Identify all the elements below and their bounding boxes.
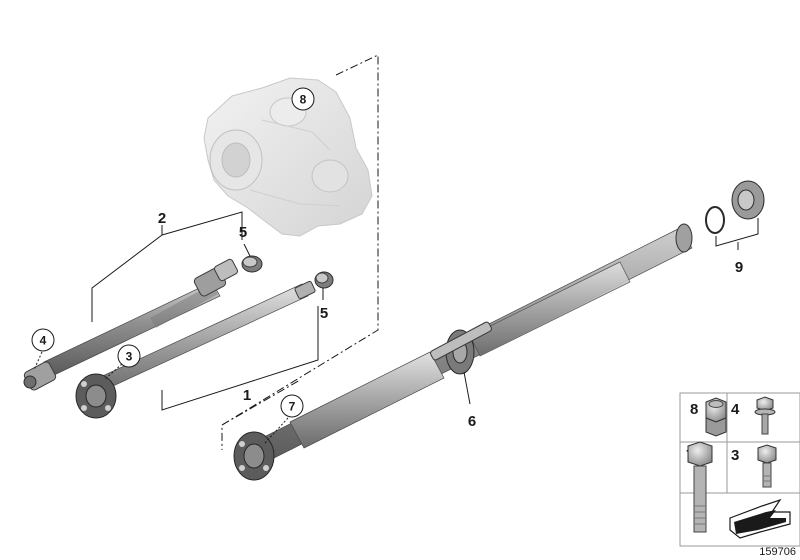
front-drive-shaft-2 [23, 258, 239, 391]
callout-2[interactable]: 2 [158, 210, 166, 227]
leader-lines [33, 211, 759, 445]
assembly-boundary-lines [221, 54, 379, 450]
svg-text:7: 7 [289, 400, 296, 414]
callout-5-upper[interactable]: 5 [239, 224, 247, 241]
flex-disc-icon [75, 373, 117, 419]
callout-7[interactable]: 7 [280, 394, 304, 418]
callout-3[interactable]: 3 [117, 344, 141, 368]
diagram-id: 159706 [759, 546, 796, 558]
shaft-end-yoke-icon [23, 361, 57, 391]
svg-text:4: 4 [731, 401, 740, 418]
hex-bolt-short-icon [757, 444, 777, 488]
rear-flex-disc-icon [233, 431, 275, 481]
svg-text:3: 3 [126, 350, 133, 364]
callout-6[interactable]: 6 [468, 413, 476, 430]
universal-joint-icon [193, 258, 239, 297]
svg-text:3: 3 [731, 447, 739, 464]
svg-text:8: 8 [690, 401, 698, 418]
arrow-indicator-icon [729, 498, 791, 539]
legend-cell-3[interactable]: 3 [731, 444, 777, 488]
transfer-case-illustration [203, 77, 373, 237]
o-ring-icon [705, 206, 725, 234]
hex-bolt-long-icon [687, 441, 713, 533]
hex-nut-icon [705, 397, 727, 437]
seal-ring-5-upper-icon [241, 255, 263, 273]
flange-bolt-icon [754, 396, 776, 435]
parts-legend-table: 8 4 7 [679, 392, 800, 547]
flange-nut-9-icon [731, 180, 765, 220]
svg-text:4: 4 [40, 334, 47, 348]
front-drive-shaft-1 [75, 280, 316, 419]
svg-text:8: 8 [300, 93, 307, 107]
legend-cell-8[interactable]: 8 [690, 397, 727, 437]
callout-9[interactable]: 9 [735, 259, 743, 276]
legend-cell-7[interactable]: 7 [686, 441, 713, 533]
center-bearing-icon [430, 321, 492, 375]
rear-drive-shaft-6 [233, 223, 693, 481]
legend-cell-4[interactable]: 4 [731, 396, 776, 435]
callout-1[interactable]: 1 [243, 387, 251, 404]
callout-4[interactable]: 4 [31, 328, 55, 352]
callout-5-lower[interactable]: 5 [320, 305, 328, 322]
callout-8[interactable]: 8 [291, 87, 315, 111]
seal-ring-5-lower-icon [314, 271, 334, 289]
